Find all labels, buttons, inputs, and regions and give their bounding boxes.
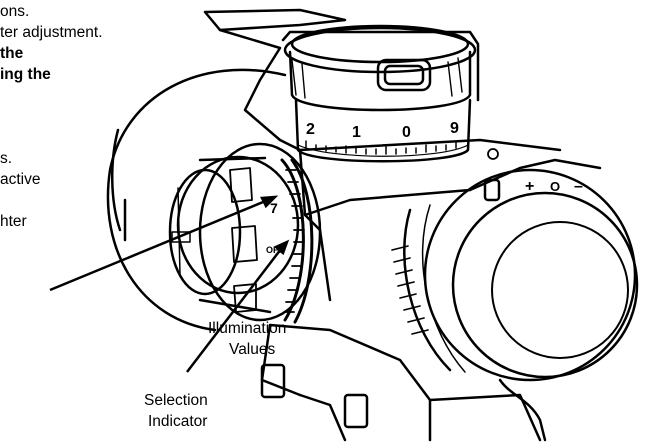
instruction-line-5: s. (0, 150, 13, 167)
turret-number-1: 1 (352, 124, 361, 141)
illumination-values-label-line1: Illumination (208, 320, 287, 337)
instruction-line-7: hter (0, 213, 27, 230)
circle-mark: O (550, 179, 561, 194)
turret-number-9: 9 (450, 120, 459, 137)
selection-indicator-label-line2: Indicator (148, 413, 208, 430)
turret-number-2: 2 (306, 121, 315, 138)
ring-label-off: OFF (266, 245, 284, 255)
minus-mark: – (574, 178, 583, 195)
turret-number-0: 0 (402, 124, 411, 141)
instruction-line-2: ter adjustment. (0, 24, 103, 41)
instruction-line-3: the (0, 45, 24, 62)
plus-mark: + (525, 178, 535, 195)
instruction-line-6: active (0, 171, 41, 188)
selection-indicator-label-line1: Selection (144, 392, 208, 409)
instruction-line-1: ons. (0, 3, 30, 20)
instruction-line-4: ing the (0, 66, 51, 83)
ring-label-7: 7 (270, 200, 278, 216)
illumination-values-label-line2: Values (229, 341, 276, 358)
